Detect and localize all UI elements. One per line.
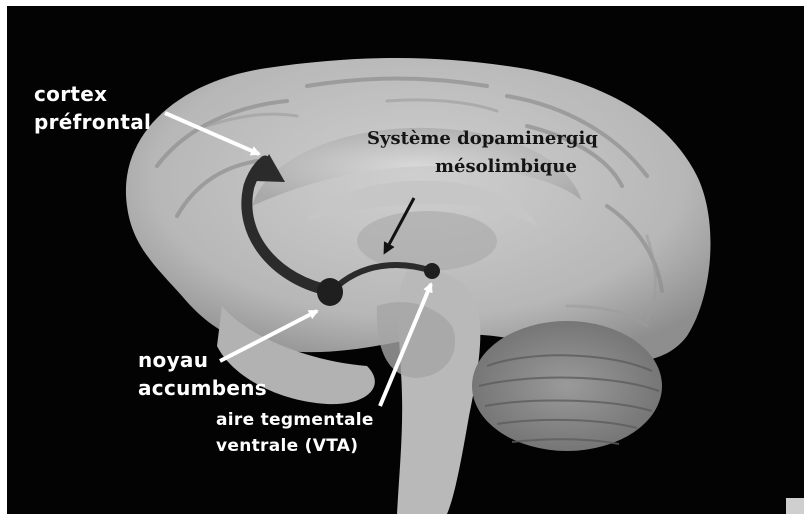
label-vta-line2: ventrale (VTA) (216, 436, 358, 456)
corner-resize-handle (786, 498, 804, 514)
label-system-line2: mésolimbique (435, 156, 577, 177)
accumbens-node (317, 278, 343, 306)
label-system-line1: Système dopaminergiq (367, 128, 598, 149)
label-cortex-line2: préfrontal (34, 110, 151, 134)
brain-illustration (7, 6, 804, 514)
cerebellum (472, 321, 662, 451)
diagram-canvas: cortex préfrontal Système dopaminergiq m… (7, 6, 804, 514)
label-vta-line1: aire tegmentale (216, 410, 374, 430)
label-noyau-line1: noyau (138, 348, 208, 372)
label-cortex-line1: cortex (34, 82, 107, 106)
label-noyau-line2: accumbens (138, 376, 267, 400)
vta-node (424, 263, 440, 279)
